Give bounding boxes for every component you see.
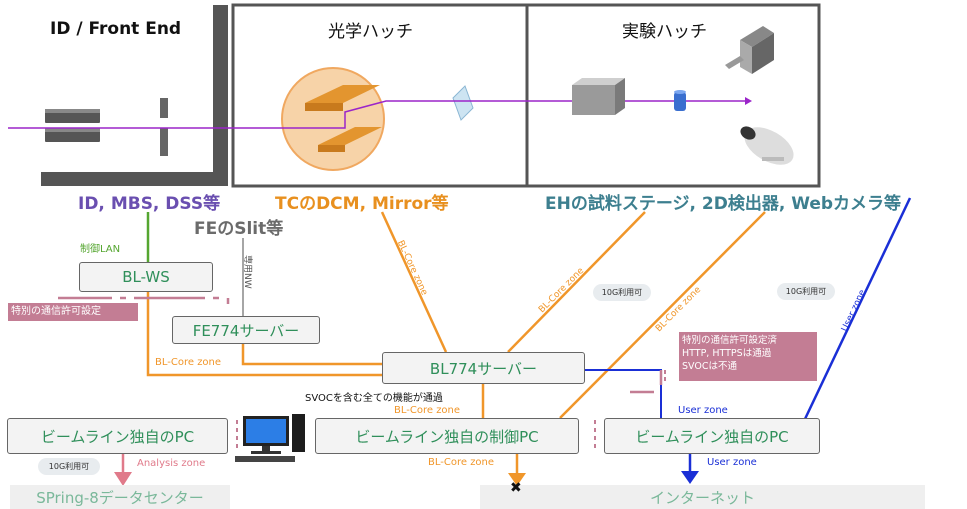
node-beamline-control-pc[interactable]: ビームライン独自の制御PC — [315, 418, 579, 454]
link-eh-user-pc — [803, 197, 912, 420]
note-special-permission-done: 特別の通信許可設定済 HTTP, HTTPSは通過 SVOCは不通 — [679, 332, 817, 381]
node-fe774-server[interactable]: FE774サーバー — [172, 316, 320, 344]
mirror-icon — [452, 85, 474, 121]
node-beamline-pc-left[interactable]: ビームライン独自のPC — [7, 418, 228, 454]
node-bl774-server[interactable]: BL774サーバー — [382, 352, 585, 384]
detector-icon — [725, 26, 774, 74]
link-bl-ws-bl774 — [146, 292, 397, 377]
camera-icon — [740, 126, 794, 165]
badge-10g-left: 10G利用可 — [38, 458, 100, 475]
slit-icon — [160, 98, 168, 156]
link-fe774-bl774 — [241, 343, 382, 366]
label-user-zone-bottom: User zone — [707, 457, 757, 468]
link-eh-control-pc — [559, 211, 766, 419]
desktop-computer-icon — [235, 414, 305, 462]
label-bl-core-bottom: BL-Core zone — [428, 457, 495, 468]
dcm-crystal-icon — [305, 85, 382, 152]
firewall-dash-bl-ws — [58, 296, 230, 304]
node-spring8-datacenter: SPring-8データセンター — [10, 485, 230, 509]
node-bl-ws[interactable]: BL-WS — [79, 262, 213, 292]
id-front-end-title: ID / Front End — [50, 19, 182, 39]
optics-hutch-title: 光学ハッチ — [328, 22, 413, 42]
firewall-dash-right — [630, 370, 663, 394]
experiment-hutch-title: 実験ハッチ — [622, 22, 707, 42]
link-eh-bl774 — [507, 211, 646, 353]
category-id-mbs-dss: ID, MBS, DSS等 — [78, 194, 221, 214]
note-special-permission: 特別の通信許可設定 — [8, 303, 138, 321]
node-beamline-pc-right[interactable]: ビームライン独自のPC — [604, 418, 820, 454]
dcm-circle — [281, 67, 385, 171]
label-bl-core-left: BL-Core zone — [155, 357, 222, 368]
label-analysis-zone: Analysis zone — [137, 458, 206, 469]
badge-10g-right: 10G利用可 — [777, 283, 835, 300]
link-tc-bl774 — [380, 211, 448, 353]
label-bl-core-center: BL-Core zone — [394, 405, 461, 416]
beam-stage-icon — [572, 78, 625, 115]
note-svoc-all-pass: SVOCを含む全ての機能が通過 — [305, 393, 443, 404]
label-dedicated-nw: 専用NW — [242, 255, 252, 289]
node-internet: インターネット — [480, 485, 925, 509]
category-eh-devices: EHの試料ステージ, 2D検出器, Webカメラ等 — [545, 194, 902, 214]
link-bl774-user-pc — [585, 369, 662, 418]
blocked-mark: ✖ — [510, 480, 522, 496]
badge-10g-center: 10G利用可 — [593, 284, 651, 301]
label-control-lan: 制御LAN — [80, 244, 121, 255]
category-fe-slit: FEのSlit等 — [194, 219, 284, 239]
sample-holder-icon — [674, 90, 686, 111]
label-user-zone-mid: User zone — [678, 405, 728, 416]
category-tc-dcm-mirror: TCのDCM, Mirror等 — [275, 194, 449, 214]
undulator-icon — [45, 109, 100, 142]
x-ray-beam — [8, 100, 745, 129]
